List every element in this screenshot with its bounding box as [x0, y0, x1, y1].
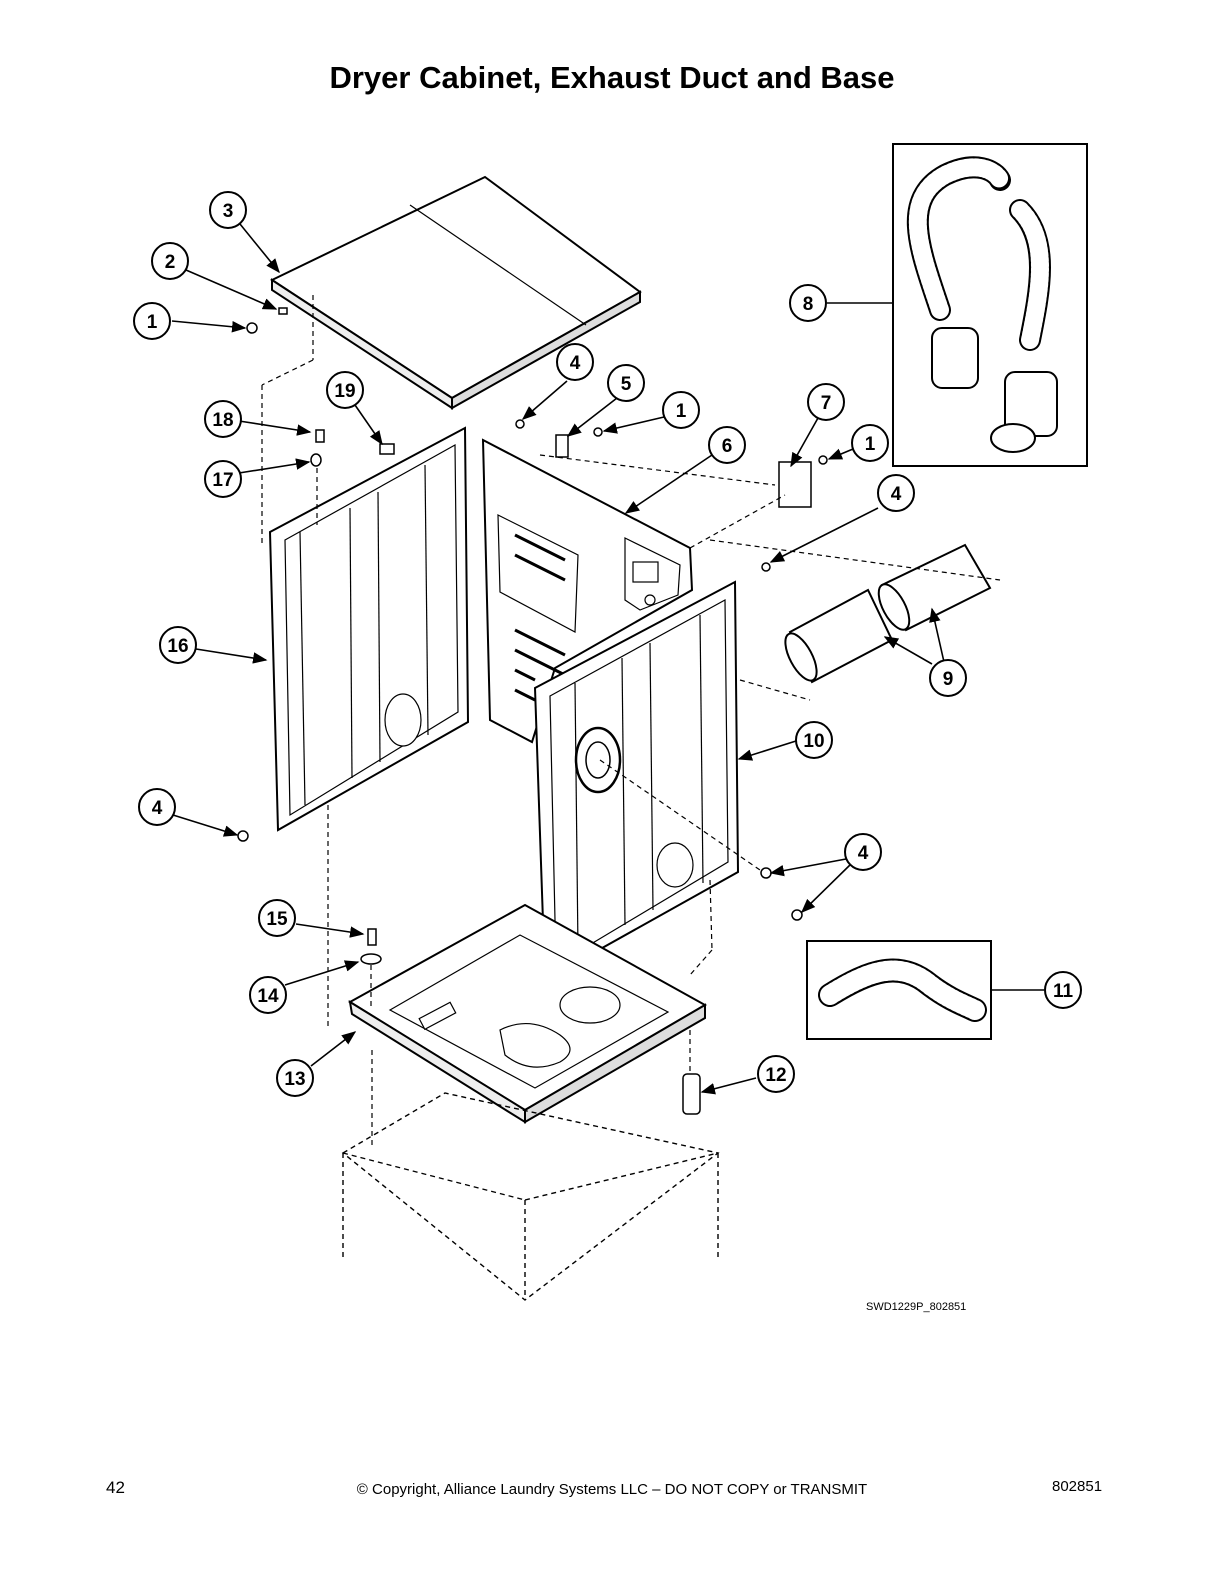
callout-8: 8 [789, 284, 827, 322]
drawing-id: SWD1229P_802851 [866, 1301, 967, 1313]
svg-text:5: 5 [621, 374, 632, 395]
callout-3: 3 [209, 191, 247, 229]
svg-text:7: 7 [821, 393, 832, 414]
copyright-notice: © Copyright, Alliance Laundry Systems LL… [356, 1481, 868, 1498]
svg-text:17: 17 [212, 470, 233, 491]
svg-text:18: 18 [212, 410, 233, 431]
callout-17: 17 [204, 460, 242, 498]
callout-16: 16 [159, 626, 197, 664]
lower-cabinet-outline [341, 1092, 720, 1301]
callout-4-top: 4 [556, 343, 594, 381]
svg-text:1: 1 [676, 401, 687, 422]
base-tray [348, 903, 708, 1124]
callout-4-lower-left: 4 [138, 788, 176, 826]
top-panel [269, 175, 642, 410]
svg-text:19: 19 [334, 381, 355, 402]
dryer-vent-hose [806, 940, 992, 1040]
page-number: 42 [106, 1478, 125, 1497]
callout-4-lower-right: 4 [844, 833, 882, 871]
callout-19: 19 [326, 371, 364, 409]
callout-1-top-left: 1 [133, 302, 171, 340]
svg-text:1: 1 [865, 434, 876, 455]
svg-text:4: 4 [570, 353, 581, 374]
callout-13: 13 [276, 1059, 314, 1097]
svg-text:16: 16 [167, 636, 188, 657]
callout-11: 11 [1044, 971, 1082, 1009]
callout-14: 14 [249, 976, 287, 1014]
svg-text:8: 8 [803, 294, 814, 315]
svg-text:11: 11 [1053, 981, 1074, 1002]
callout-6: 6 [708, 426, 746, 464]
callout-18: 18 [204, 400, 242, 438]
rear-panel [481, 438, 694, 744]
svg-text:4: 4 [152, 798, 163, 819]
assembly-guide-lines [261, 295, 1001, 1145]
callout-5: 5 [607, 364, 645, 402]
front-panel [533, 580, 740, 982]
svg-text:4: 4 [858, 843, 869, 864]
svg-text:13: 13 [284, 1069, 305, 1090]
svg-text:14: 14 [257, 986, 279, 1007]
document-number: 802851 [1052, 1478, 1103, 1495]
svg-text:3: 3 [223, 201, 234, 222]
callout-2: 2 [151, 242, 189, 280]
svg-text:10: 10 [803, 731, 824, 752]
callout-1-middle: 1 [662, 391, 700, 429]
svg-text:4: 4 [891, 484, 902, 505]
callout-12: 12 [757, 1055, 795, 1093]
callout-1-right: 1 [851, 424, 889, 462]
svg-text:12: 12 [765, 1065, 786, 1086]
page-title: Dryer Cabinet, Exhaust Duct and Base [329, 60, 895, 95]
exhaust-duct-kit [892, 143, 1088, 467]
svg-text:9: 9 [943, 669, 954, 690]
svg-text:6: 6 [722, 436, 733, 457]
leader-arrows [171, 223, 1044, 1095]
callout-10: 10 [795, 721, 833, 759]
svg-text:1: 1 [147, 312, 158, 333]
callout-15: 15 [258, 899, 296, 937]
left-side-panel [268, 426, 470, 832]
callout-7: 7 [807, 383, 845, 421]
callout-9: 9 [929, 659, 967, 697]
svg-text:2: 2 [165, 252, 176, 273]
callout-4-right: 4 [877, 474, 915, 512]
svg-text:15: 15 [266, 909, 288, 930]
vent-tubes [784, 543, 992, 684]
